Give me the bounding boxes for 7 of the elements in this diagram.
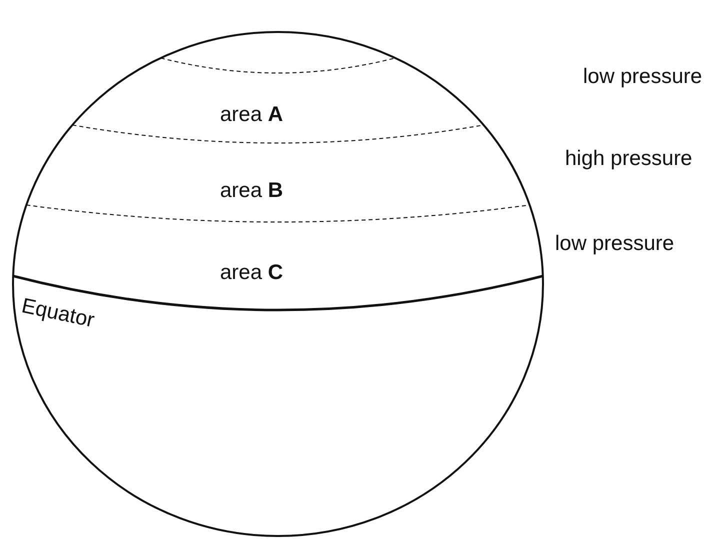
equator-label: Equator: [20, 295, 96, 332]
pressure-label: low pressure: [583, 66, 702, 87]
pressure-label: high pressure: [565, 148, 692, 169]
pressure-label: low pressure: [555, 233, 674, 254]
area-label: area C: [220, 262, 284, 283]
area-label: area B: [220, 180, 284, 201]
area-label: area A: [220, 104, 284, 125]
